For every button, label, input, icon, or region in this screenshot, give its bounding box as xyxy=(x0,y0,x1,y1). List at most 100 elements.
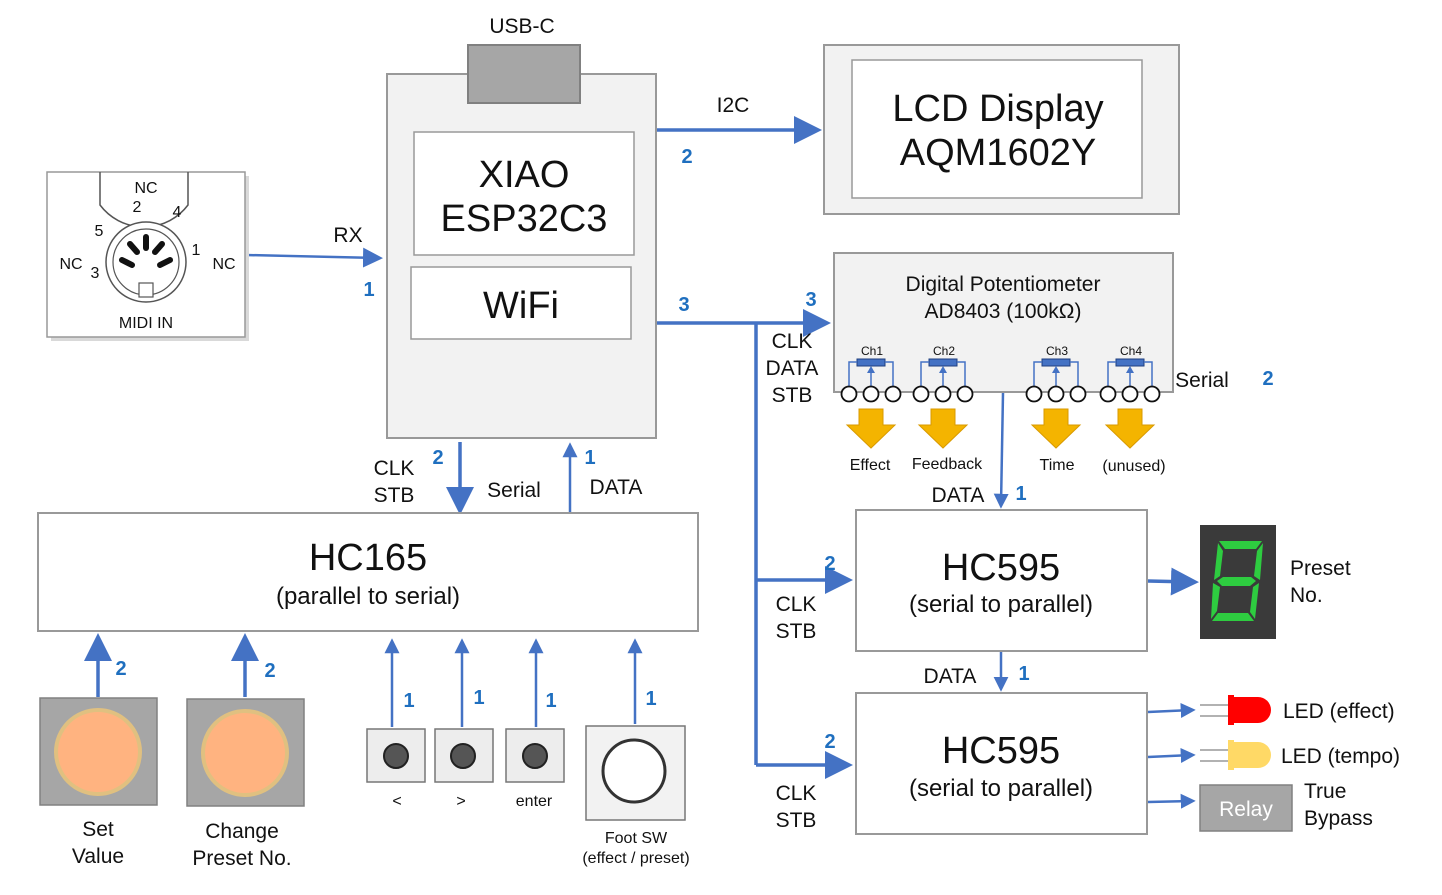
count-hc165-clk: 2 xyxy=(432,447,443,469)
midi-key xyxy=(138,282,154,298)
wire-relay xyxy=(1147,793,1196,809)
count-serial-out: 2 xyxy=(1262,368,1273,390)
count-btn-enter: 1 xyxy=(545,690,556,712)
preset-label-2: No. xyxy=(1290,584,1323,607)
hc595a-box xyxy=(855,509,1148,652)
hc595a-block: HC595 (serial to parallel) xyxy=(855,509,1148,652)
pot-channel-label: Ch1 xyxy=(861,344,883,358)
foot-switch-label-2: (effect / preset) xyxy=(582,850,689,867)
count-hc595b-clk: 2 xyxy=(824,731,835,753)
wire-7seg xyxy=(1147,567,1199,596)
wifi-block xyxy=(410,266,632,340)
set-value-label-2: Value xyxy=(72,845,124,868)
wire-midi-rx xyxy=(245,247,383,268)
hc595a-title: HC595 xyxy=(942,547,1060,589)
hc595a-subtitle: (serial to parallel) xyxy=(909,591,1093,618)
midi-pin5: 5 xyxy=(95,223,104,240)
seven-seg-segments xyxy=(1211,541,1263,621)
wire-hc595a-data xyxy=(993,392,1009,509)
wire-counts: 2 1 3 3 2 2 1 1 2 1 2 2 2 1 1 1 1 xyxy=(115,146,1273,753)
midi-pin3: 3 xyxy=(91,265,100,282)
pot-output-arrow-icon xyxy=(1030,408,1082,449)
midi-nc-top: NC xyxy=(134,180,157,197)
rx-label: RX xyxy=(333,224,362,247)
button-lt-cap xyxy=(383,743,409,769)
relay: Relay True Bypass xyxy=(1199,780,1373,832)
led-effect-label: LED (effect) xyxy=(1283,700,1395,723)
foot-switch: Foot SW (effect / preset) xyxy=(582,725,690,867)
hc595a-clk-label: CLK xyxy=(776,593,817,616)
pot-channel-3: Ch3 xyxy=(1025,344,1087,403)
count-set-value: 2 xyxy=(115,658,126,680)
lcd-screen xyxy=(851,59,1143,199)
button-enter-base xyxy=(505,728,565,783)
pot-box xyxy=(833,252,1174,393)
led-effect-bulb xyxy=(1230,697,1271,723)
wires xyxy=(84,116,1199,809)
hc595b-clk-label: CLK xyxy=(776,782,817,805)
midi-pin1: 1 xyxy=(192,242,201,259)
pot-channels: Ch1 Ch2 Ch3 Ch4 xyxy=(840,344,1161,403)
foot-switch-cap xyxy=(601,738,667,804)
hc165-subtitle: (parallel to serial) xyxy=(276,583,460,610)
count-i2c: 2 xyxy=(681,146,692,168)
terminal-pin xyxy=(1143,385,1161,403)
hc595b-stb-label: STB xyxy=(776,809,817,832)
usb-c-label: USB-C xyxy=(489,15,554,38)
midi-label: MIDI IN xyxy=(119,315,173,332)
count-hc595b-data: 1 xyxy=(1018,663,1029,685)
pot-channel-label: Ch3 xyxy=(1046,344,1068,358)
led-tempo-bulb xyxy=(1230,742,1271,768)
hc595a-data-label: DATA xyxy=(932,484,985,507)
hc595b-title: HC595 xyxy=(942,730,1060,772)
set-value-label-1: Set xyxy=(82,818,114,841)
hc165-serial-label: Serial xyxy=(487,479,541,502)
terminal-pin xyxy=(884,385,902,403)
resistor-icon xyxy=(856,358,886,367)
foot-switch-label-1: Foot SW xyxy=(605,830,668,847)
wire-led-effect xyxy=(1147,703,1196,719)
midi-pin4: 4 xyxy=(173,204,182,221)
pot-out-unused: (unused) xyxy=(1102,458,1165,475)
bypass-label-1: True xyxy=(1304,780,1346,803)
pot-stb-label: STB xyxy=(772,384,813,407)
midi-nc-right: NC xyxy=(212,256,235,273)
pot-clk-label: CLK xyxy=(772,330,813,353)
digital-potentiometer: Digital Potentiometer AD8403 (100kΩ) Ch1… xyxy=(833,252,1174,475)
mcu-chip xyxy=(413,131,635,256)
pot-channel-label: Ch2 xyxy=(933,344,955,358)
change-preset-knob-cap xyxy=(201,709,289,797)
hc165-box xyxy=(37,512,699,632)
terminal-pin xyxy=(1025,385,1043,403)
resistor-icon xyxy=(1115,358,1145,367)
terminal-pin xyxy=(912,385,930,403)
seven-segment-display: Preset No. xyxy=(1200,525,1351,639)
pot-out-effect: Effect xyxy=(850,457,891,474)
midi-pin2: 2 xyxy=(133,199,142,216)
relay-label: Relay xyxy=(1219,798,1273,821)
pot-output-arrows xyxy=(845,408,1156,449)
button-lt-label: < xyxy=(392,793,401,810)
usb-c-connector xyxy=(467,44,581,104)
count-pot-bus: 3 xyxy=(678,294,689,316)
button-enter-label: enter xyxy=(516,793,553,810)
mcu-module: USB-C XIAO ESP32C3 WiFi xyxy=(386,15,657,439)
button-gt-cap xyxy=(450,743,476,769)
count-hc595a-clk: 2 xyxy=(824,553,835,575)
pot-channel-label: Ch4 xyxy=(1120,344,1142,358)
lcd-line1: LCD Display xyxy=(892,88,1103,130)
pot-line1: Digital Potentiometer xyxy=(906,273,1101,296)
hc595b-block: HC595 (serial to parallel) xyxy=(855,692,1148,835)
hc165-block: HC165 (parallel to serial) xyxy=(37,512,699,632)
midi-pins xyxy=(119,234,173,268)
mcu-name-line1: XIAO xyxy=(479,154,570,196)
lcd-line2: AQM1602Y xyxy=(900,132,1096,174)
count-rx: 1 xyxy=(363,279,374,301)
terminal-pin xyxy=(862,385,880,403)
serial-out-label: Serial xyxy=(1175,369,1229,392)
hc165-clk-label: CLK xyxy=(374,457,415,480)
terminal-pin xyxy=(1121,385,1139,403)
pot-output-arrow-icon xyxy=(1104,408,1156,449)
pot-channel-1: Ch1 xyxy=(840,344,902,403)
i2c-label: I2C xyxy=(717,94,750,117)
